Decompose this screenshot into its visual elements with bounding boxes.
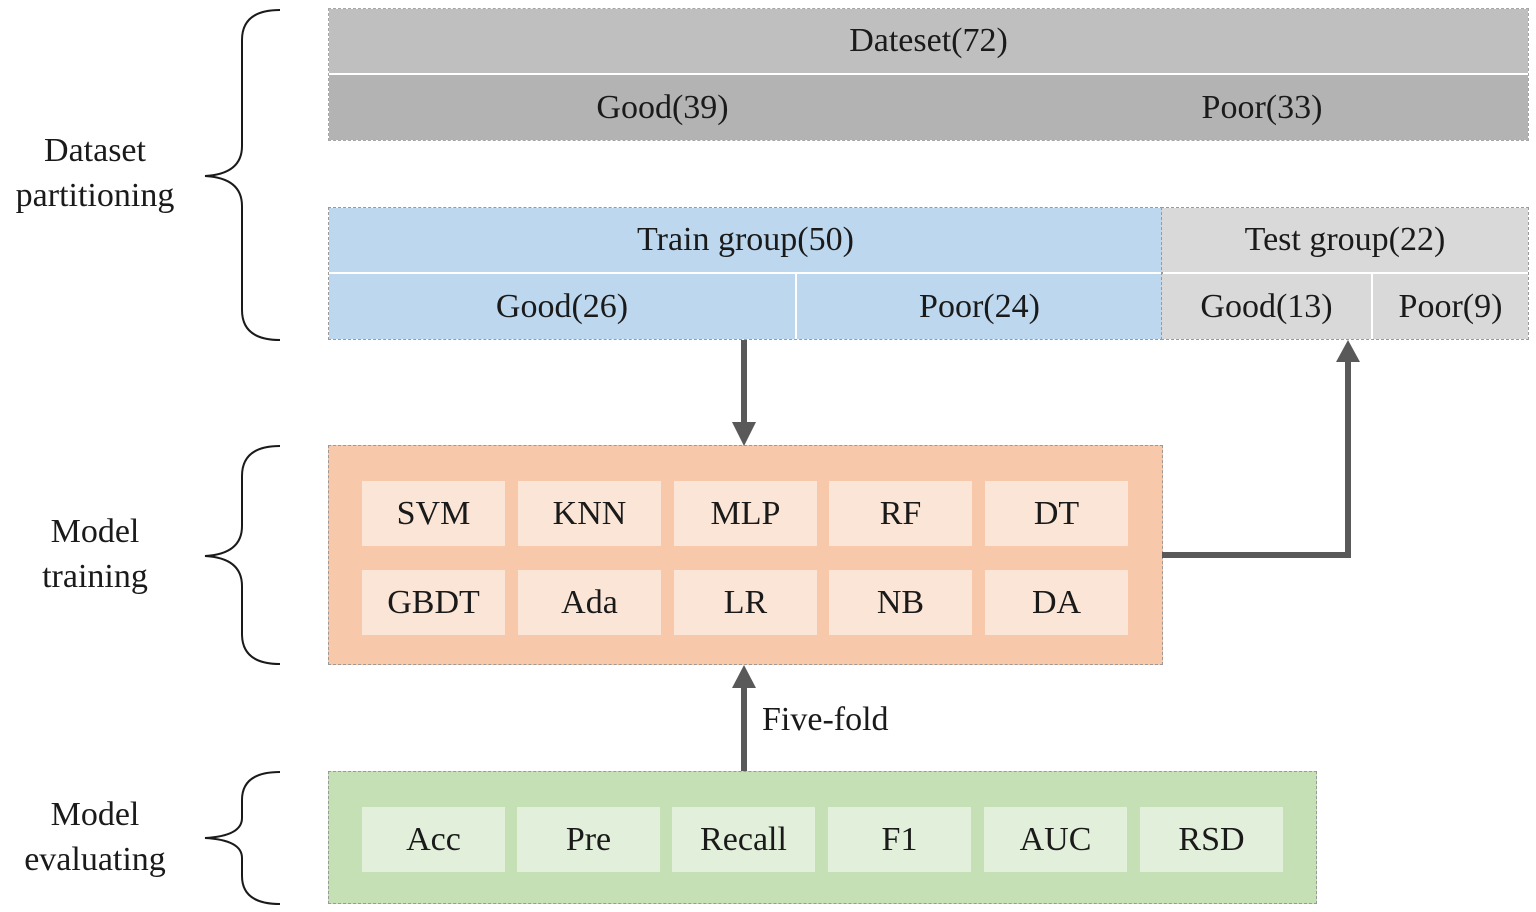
arrow-head-eval-to-models — [732, 665, 756, 688]
test-group-poor: Poor(9) — [1373, 274, 1528, 339]
brace-model-training — [204, 445, 281, 665]
label-model-training: Model training — [42, 513, 148, 595]
metric-recall: Recall — [672, 807, 815, 872]
metric-acc: Acc — [362, 807, 505, 872]
model-svm: SVM — [362, 481, 505, 546]
dataset-block — [328, 8, 1529, 141]
test-group-good: Good(13) — [1162, 274, 1371, 339]
brace-model-evaluating — [204, 771, 281, 905]
train-group-good: Good(26) — [329, 274, 795, 339]
label-model-evaluating: Model evaluating — [24, 796, 166, 878]
model-da: DA — [985, 570, 1128, 635]
train-group-poor: Poor(24) — [797, 274, 1162, 339]
model-knn: KNN — [518, 481, 661, 546]
metric-f1: F1 — [828, 807, 971, 872]
metric-rsd: RSD — [1140, 807, 1283, 872]
dataset-title: Dateset(72) — [329, 9, 1528, 73]
model-dt: DT — [985, 481, 1128, 546]
train-group-title: Train group(50) — [329, 208, 1162, 272]
metric-pre: Pre — [517, 807, 660, 872]
model-lr: LR — [674, 570, 817, 635]
train-group-block — [328, 207, 1163, 340]
model-ada: Ada — [518, 570, 661, 635]
model-nb: NB — [829, 570, 972, 635]
arrow-models-to-test — [1162, 362, 1351, 558]
dataset-good: Good(39) — [329, 75, 996, 140]
test-group-title: Test group(22) — [1162, 208, 1528, 272]
model-rf: RF — [829, 481, 972, 546]
dataset-poor: Poor(33) — [996, 75, 1528, 140]
brace-dataset-partitioning — [204, 9, 281, 341]
model-mlp: MLP — [674, 481, 817, 546]
arrow-head-train-to-models — [732, 422, 756, 446]
model-gbdt: GBDT — [362, 570, 505, 635]
arrow-head-models-to-test — [1336, 340, 1360, 362]
test-group-block — [1161, 207, 1529, 340]
metric-auc: AUC — [984, 807, 1127, 872]
five-fold-label: Five-fold — [762, 701, 889, 738]
label-dataset-partitioning: Dataset partitioning — [15, 132, 175, 214]
